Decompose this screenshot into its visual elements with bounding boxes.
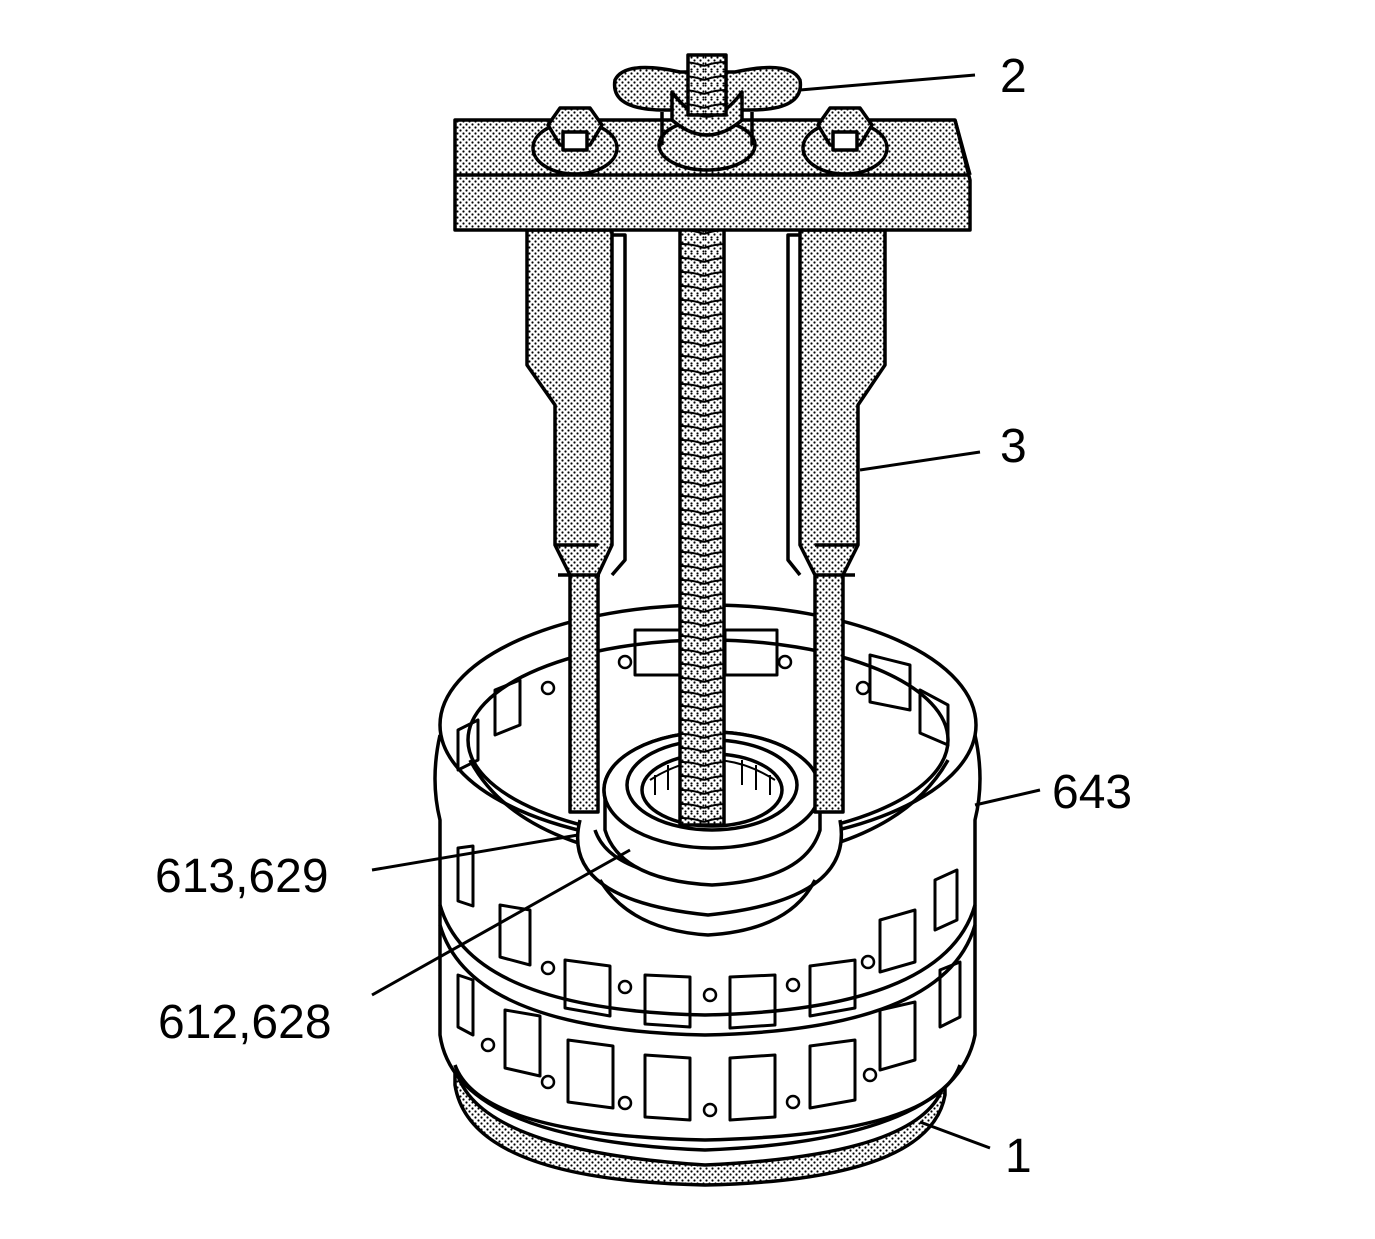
callout-3: 3 — [1000, 420, 1027, 473]
leader-612-628 — [371, 848, 631, 997]
leader-643 — [974, 788, 1041, 807]
crossbar-bolt-left — [531, 106, 619, 176]
leader-3 — [859, 450, 981, 472]
leader-2 — [799, 73, 976, 92]
callout-613-629: 613,629 — [155, 850, 329, 903]
leader-1 — [919, 1120, 991, 1150]
wing-nut — [612, 53, 803, 172]
base-plate — [453, 1063, 947, 1187]
callout-2: 2 — [1000, 50, 1027, 103]
callout-612-628: 612,628 — [158, 996, 332, 1049]
threaded-rod — [678, 213, 726, 827]
crossbar-bolt-right — [801, 106, 889, 176]
callout-1: 1 — [1005, 1130, 1032, 1183]
tool-leg-left — [525, 228, 627, 814]
drum-windows-lower — [456, 960, 962, 1122]
callout-643: 643 — [1052, 766, 1132, 819]
tool-leg-right — [786, 228, 887, 814]
leader-lines — [371, 73, 1041, 1150]
drum-windows-upper — [456, 844, 959, 1030]
leader-613-629 — [371, 833, 579, 872]
